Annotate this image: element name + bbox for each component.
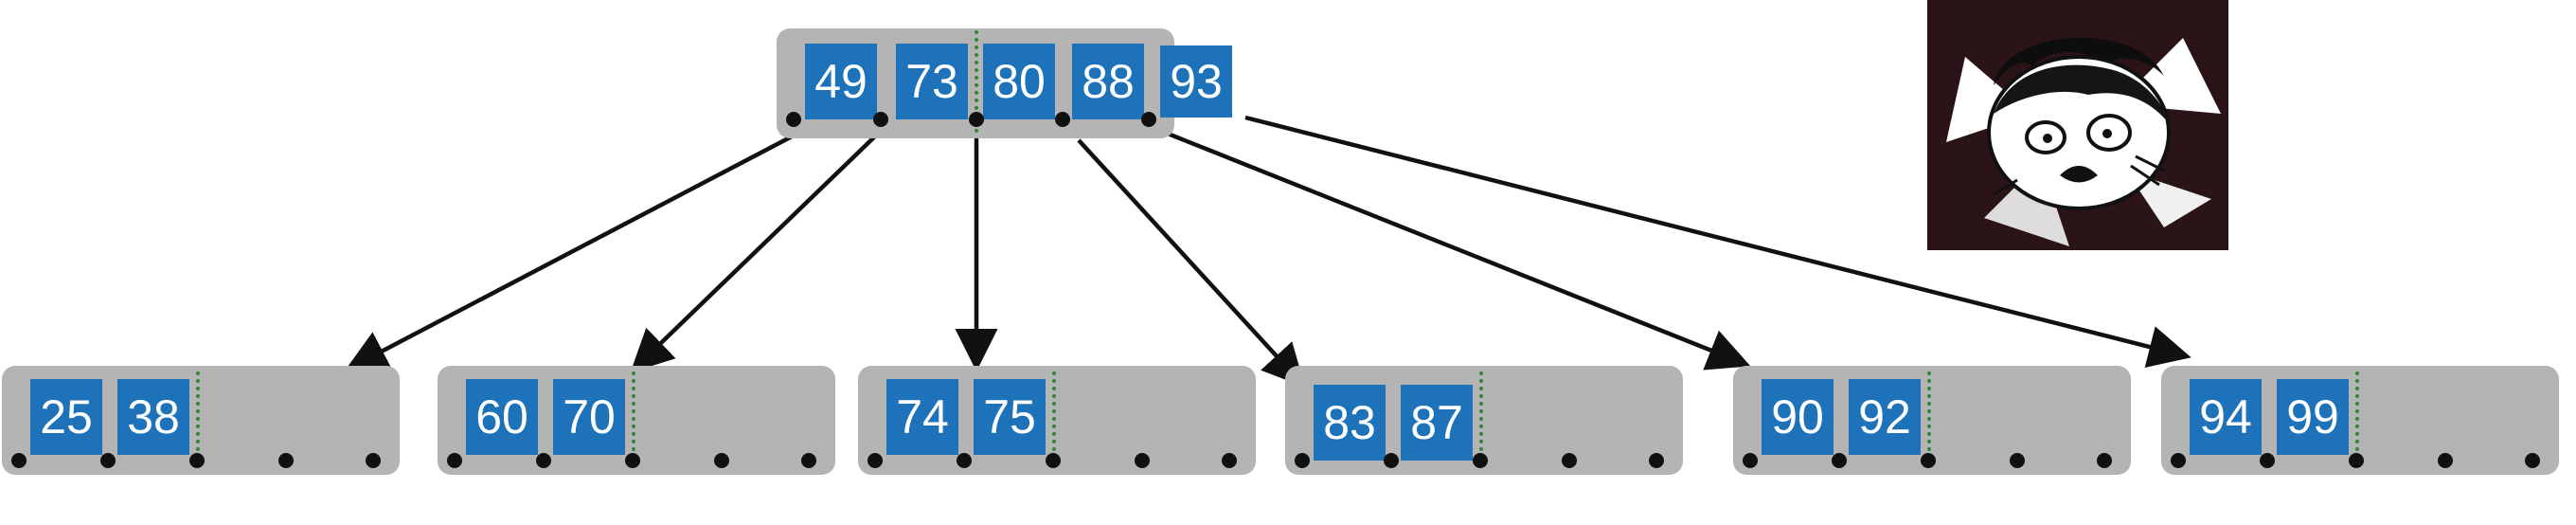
leaf-4-key-1: 83 [1314, 385, 1386, 461]
root-key-1: 49 [805, 44, 877, 119]
leaf-node-2: 60 70 [438, 366, 835, 475]
arrow-to-leaf-5 [1148, 123, 1751, 371]
root-overflow-key: 93 [1160, 45, 1232, 118]
leaf-2-divider [632, 371, 635, 459]
root-key-3: 80 [983, 44, 1055, 119]
arrow-to-leaf-2 [630, 129, 883, 373]
leaf-1-divider [196, 371, 200, 459]
leaf-5-pointer-1 [1743, 453, 1758, 468]
leaf-3-pointer-2 [957, 453, 972, 468]
root-node: 49 73 80 88 [777, 28, 1174, 138]
root-pointer-2 [873, 112, 888, 127]
root-pointer-1 [786, 112, 801, 127]
leaf-node-3: 74 75 [858, 366, 1256, 475]
leaf-1-key-2: 38 [117, 379, 189, 455]
leaf-6-pointer-3 [2349, 453, 2364, 468]
leaf-5-divider [1927, 371, 1931, 459]
leaf-node-5: 90 92 [1733, 366, 2131, 475]
root-pointer-5 [1141, 112, 1156, 127]
root-key-2: 73 [896, 44, 968, 119]
leaf-4-pointer-2 [1384, 453, 1399, 468]
leaf-3-key-1: 74 [886, 379, 958, 455]
arrow-to-leaf-6 [1244, 115, 2191, 368]
leaf-5-pointer-3 [1921, 453, 1936, 468]
leaf-4-pointer-1 [1295, 453, 1310, 468]
shocked-face-meme-icon [1927, 0, 2228, 250]
root-key-4: 88 [1072, 44, 1144, 119]
leaf-3-divider [1052, 371, 1056, 459]
leaf-6-divider [2355, 371, 2359, 459]
leaf-5-pointer-2 [1832, 453, 1847, 468]
leaf-3-pointer-1 [868, 453, 883, 468]
leaf-2-key-1: 60 [466, 379, 538, 455]
leaf-2-pointer-3 [625, 453, 640, 468]
leaf-2-pointer-2 [536, 453, 551, 468]
leaf-1-pointer-4 [278, 453, 294, 468]
leaf-1-pointer-2 [100, 453, 116, 468]
arrow-to-leaf-4 [1077, 138, 1306, 388]
leaf-6-key-2: 99 [2277, 379, 2349, 455]
leaf-5-key-2: 92 [1849, 379, 1921, 455]
leaf-6-pointer-2 [2260, 453, 2275, 468]
leaf-1-key-1: 25 [30, 379, 102, 455]
leaf-node-1: 25 38 [2, 366, 400, 475]
leaf-5-pointer-5 [2097, 453, 2112, 468]
leaf-3-pointer-5 [1222, 453, 1237, 468]
leaf-2-pointer-4 [714, 453, 729, 468]
leaf-5-key-1: 90 [1762, 379, 1834, 455]
leaf-4-pointer-4 [1562, 453, 1577, 468]
leaf-6-pointer-1 [2171, 453, 2186, 468]
leaf-3-pointer-3 [1046, 453, 1061, 468]
leaf-6-key-1: 94 [2190, 379, 2262, 455]
root-pointer-3 [969, 112, 984, 127]
leaf-3-pointer-4 [1135, 453, 1150, 468]
leaf-node-4: 83 87 [1285, 366, 1683, 475]
leaf-5-pointer-4 [2010, 453, 2025, 468]
leaf-2-key-2: 70 [553, 379, 625, 455]
leaf-2-pointer-5 [801, 453, 816, 468]
leaf-1-pointer-5 [366, 453, 381, 468]
arrow-to-leaf-1 [345, 134, 796, 371]
leaf-4-pointer-3 [1473, 453, 1488, 468]
leaf-node-6: 94 99 [2161, 366, 2559, 475]
root-divider [975, 30, 978, 133]
leaf-3-key-2: 75 [974, 379, 1046, 455]
root-pointer-4 [1055, 112, 1070, 127]
leaf-4-key-2: 87 [1401, 385, 1473, 461]
leaf-1-pointer-3 [189, 453, 205, 468]
leaf-2-pointer-1 [447, 453, 462, 468]
leaf-6-pointer-4 [2438, 453, 2453, 468]
leaf-4-pointer-5 [1649, 453, 1664, 468]
leaf-1-pointer-1 [11, 453, 27, 468]
leaf-6-pointer-5 [2525, 453, 2540, 468]
leaf-4-divider [1479, 371, 1483, 459]
